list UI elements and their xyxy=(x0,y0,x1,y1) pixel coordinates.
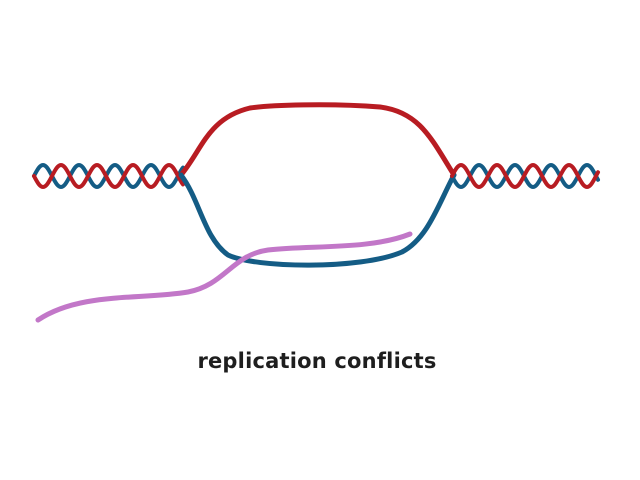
rna-strand xyxy=(35,231,413,323)
helix-blue-strand xyxy=(32,162,185,190)
right-double-helix xyxy=(450,162,600,190)
left-double-helix xyxy=(32,162,185,190)
blue-strand-bubble xyxy=(178,172,457,268)
helix-red-strand xyxy=(32,162,185,190)
diagram-caption: replication conflicts xyxy=(197,349,437,373)
red-strand-bubble xyxy=(178,102,457,178)
helix-red-strand xyxy=(450,162,600,190)
